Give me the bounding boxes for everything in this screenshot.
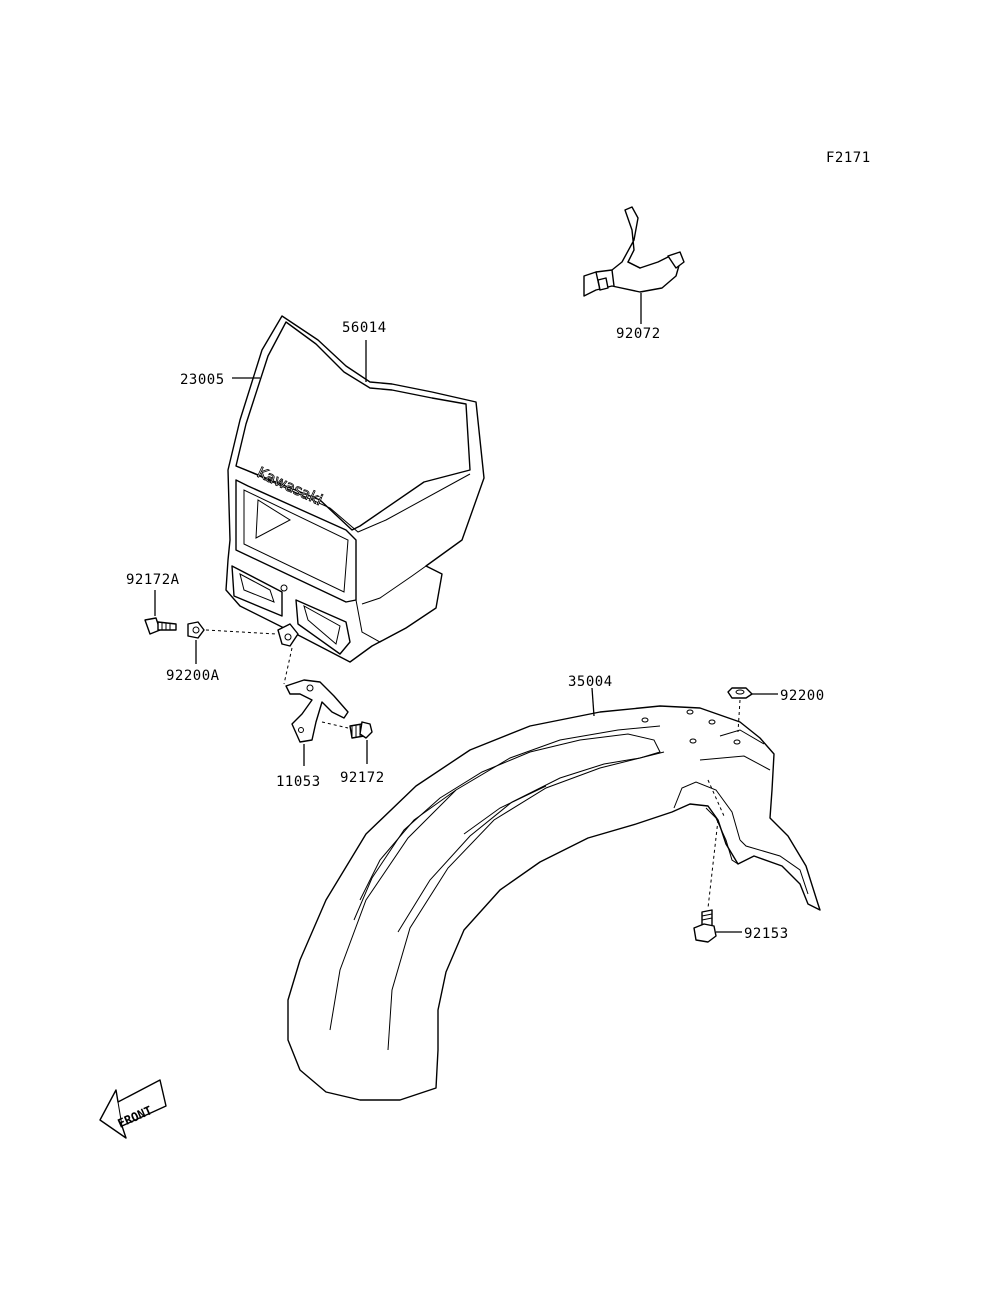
part-label-11053[interactable]: 11053 (276, 774, 321, 790)
part-label-23005[interactable]: 23005 (180, 372, 225, 388)
clamp-bracket-drawing (583, 206, 685, 297)
part-label-92172a[interactable]: 92172A (126, 572, 180, 588)
stay-bracket-drawing (283, 647, 349, 743)
diagram-code: F2171 (826, 150, 871, 166)
bolt-92153-drawing (693, 819, 719, 943)
front-direction-arrow: FRONT (99, 1079, 167, 1139)
part-label-92200a[interactable]: 92200A (166, 668, 220, 684)
front-fender-drawing (287, 705, 821, 1101)
washer-92200-drawing (727, 687, 753, 699)
part-label-56014[interactable]: 56014 (342, 320, 387, 336)
part-label-92200[interactable]: 92200 (780, 688, 825, 704)
part-label-92072[interactable]: 92072 (616, 326, 661, 342)
collar-92200a-drawing (187, 621, 205, 639)
bolt-92172a-drawing (144, 617, 177, 635)
part-label-35004[interactable]: 35004 (568, 674, 613, 690)
headlight-cowl-drawing: Kawasaki (225, 315, 485, 663)
bolt-92172-drawing (349, 721, 373, 739)
part-label-92153[interactable]: 92153 (744, 926, 789, 942)
part-label-92172[interactable]: 92172 (340, 770, 385, 786)
